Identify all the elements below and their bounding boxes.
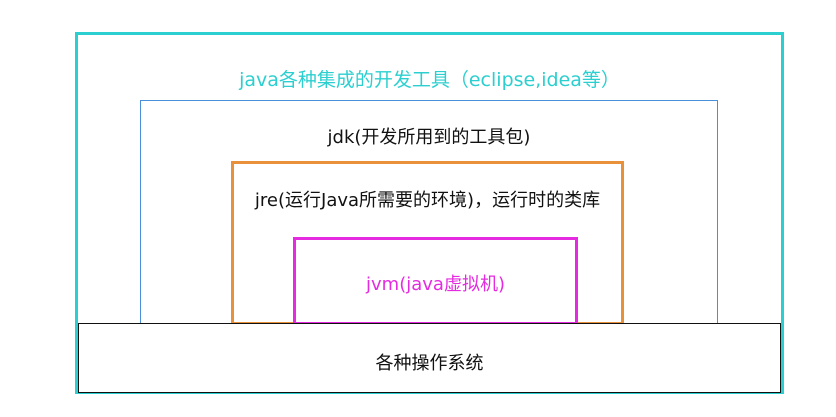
ide-layer-label: java各种集成的开发工具（eclipse,idea等） xyxy=(239,69,620,91)
os-layer-label: 各种操作系统 xyxy=(375,353,484,374)
os-layer-box: 各种操作系统 xyxy=(78,323,781,393)
jdk-layer-label: jdk(开发所用到的工具包) xyxy=(327,127,531,148)
jvm-layer-label: jvm(java虚拟机) xyxy=(366,274,505,295)
jvm-layer-box: jvm(java虚拟机) xyxy=(293,237,578,325)
jre-layer-label: jre(运行Java所需要的环境)，运行时的类库 xyxy=(254,190,601,211)
